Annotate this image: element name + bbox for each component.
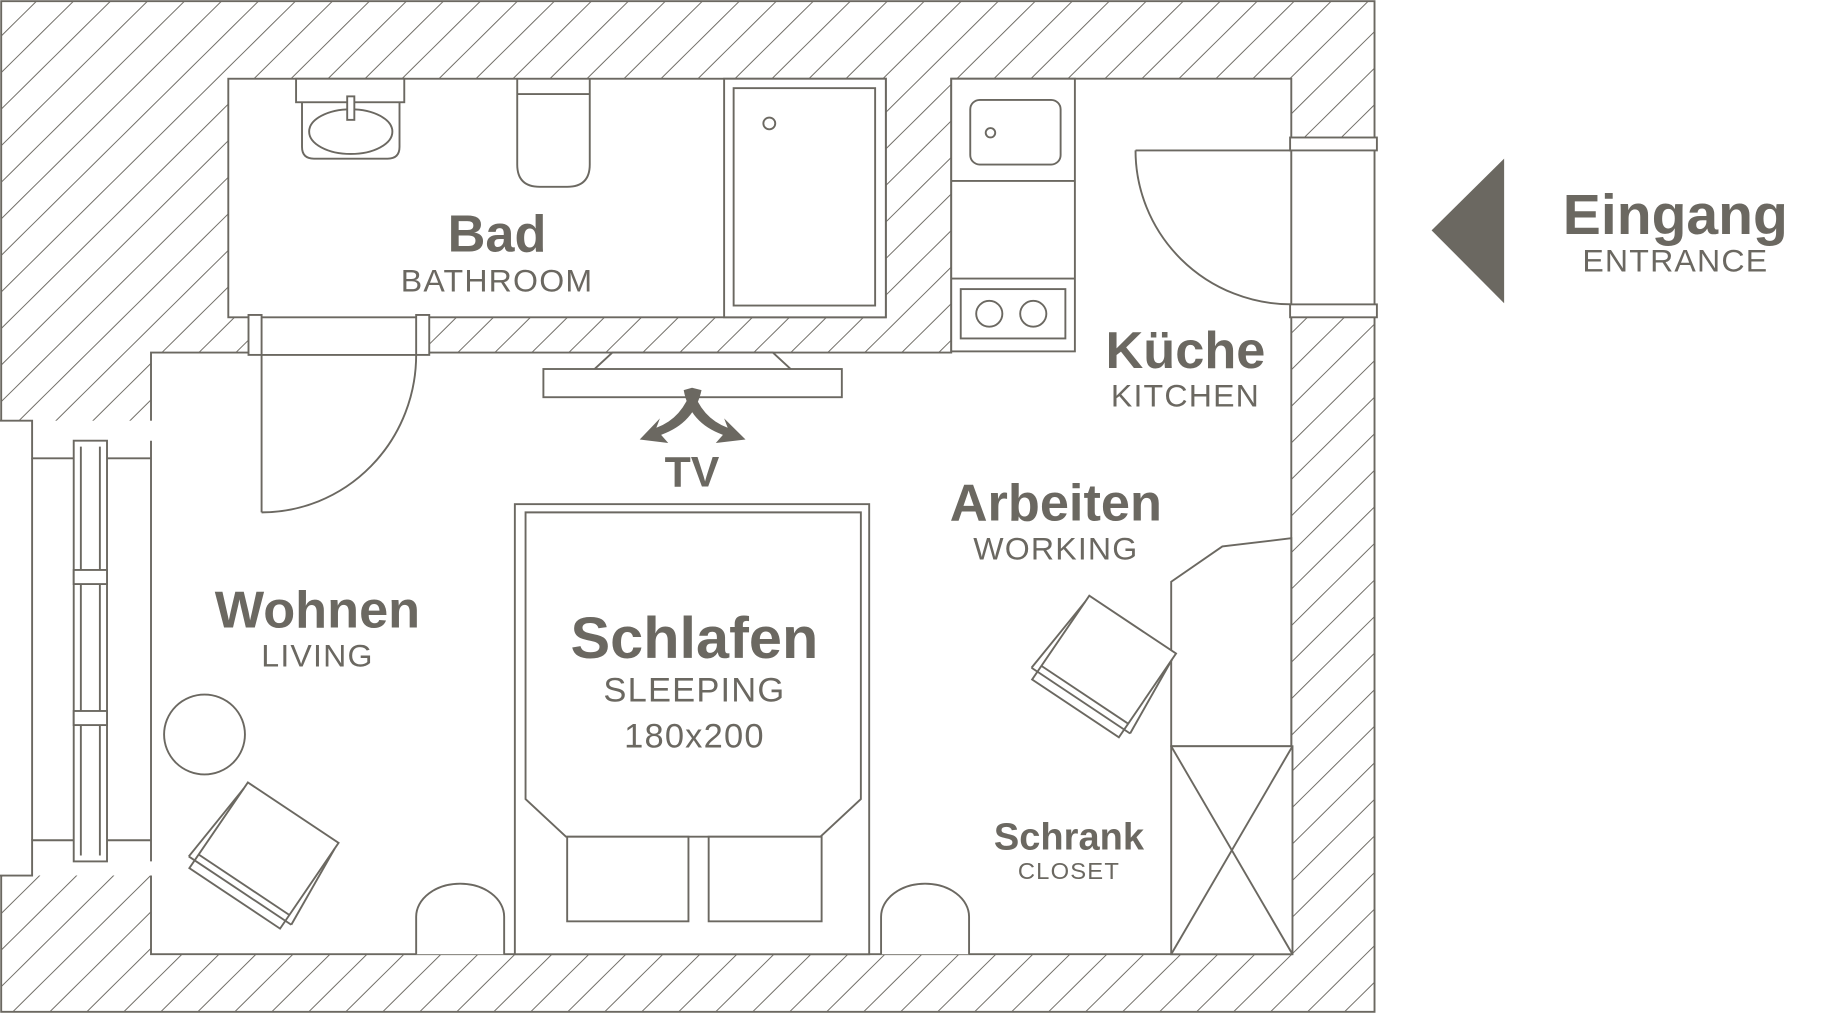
- entrance-door: [1134, 136, 1378, 319]
- bed-size-label: 180x200: [624, 718, 765, 756]
- sink: [295, 77, 406, 160]
- tv-label: TV: [665, 449, 720, 497]
- living-label-en: LIVING: [261, 637, 373, 673]
- bathroom-label: Bad: [448, 206, 547, 264]
- sleeping-label: Schlafen: [571, 604, 819, 671]
- working-label-en: WORKING: [973, 531, 1138, 567]
- bed: [513, 503, 871, 956]
- tv-swivel-arrows-icon: [639, 387, 746, 444]
- nightstand-right: [880, 882, 971, 955]
- kitchen-label-en: KITCHEN: [1111, 378, 1260, 414]
- closet: [1170, 745, 1294, 956]
- nightstand-left: [415, 882, 506, 955]
- sleeping-label-en: SLEEPING: [603, 672, 785, 710]
- kitchen-label: Küche: [1106, 322, 1266, 380]
- entrance-label: Eingang: [1563, 184, 1788, 247]
- desk-chair: [1030, 594, 1178, 739]
- entrance-label-en: ENTRANCE: [1582, 243, 1768, 279]
- round-table: [163, 693, 246, 776]
- working-label: Arbeiten: [950, 475, 1162, 533]
- bathroom-label-en: BATHROOM: [401, 263, 594, 299]
- desk: [1170, 537, 1293, 748]
- bathtub: [723, 77, 887, 319]
- window: [72, 439, 108, 863]
- kitchen-counter: [950, 77, 1076, 353]
- closet-label: Schrank: [994, 817, 1145, 859]
- toilet: [516, 78, 591, 188]
- bathroom-door: [247, 314, 431, 514]
- living-label: Wohnen: [215, 582, 420, 640]
- armchair-living: [188, 781, 340, 930]
- arrow-left-triangle-icon: [1431, 158, 1505, 304]
- closet-label-en: CLOSET: [1018, 859, 1120, 885]
